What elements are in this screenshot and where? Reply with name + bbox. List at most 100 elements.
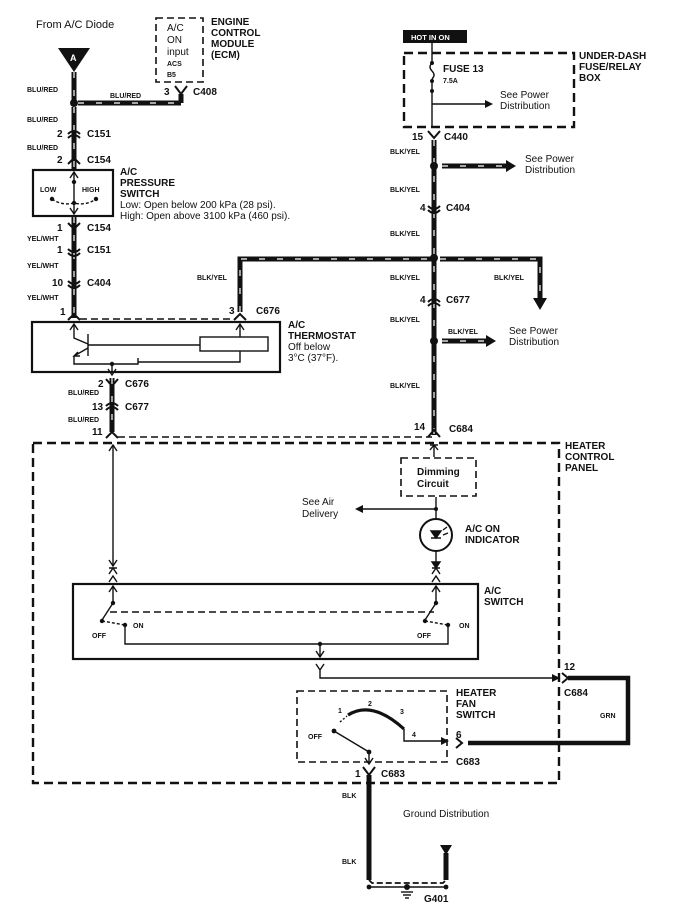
dimming-circuit-label: Dimming [417, 467, 460, 478]
svg-text:ENGINE: ENGINE [211, 17, 250, 28]
heater-fan-switch-box [296, 690, 448, 763]
svg-text:A/C: A/C [120, 167, 137, 178]
svg-text:UNDER-DASH: UNDER-DASH [579, 51, 646, 62]
see-power-distribution-3: See Power [509, 326, 559, 337]
wire-label-blu-red: BLU/RED [68, 417, 99, 424]
ecm-title: ENGINE CONTROL MODULE (ECM) [211, 17, 260, 61]
pressure-low-note: Low: Open below 200 kPa (28 psi). [120, 200, 276, 211]
fuse-icon [429, 62, 435, 80]
see-air-delivery: Delivery [302, 509, 338, 520]
c404-left-pin: 10 [52, 278, 64, 289]
svg-text:A/C: A/C [288, 320, 305, 331]
wire-label-yel-wht: YEL/WHT [27, 295, 59, 302]
heater-fan-switch-title: HEATER FAN SWITCH [456, 688, 497, 721]
c683-bot-pin: 1 [355, 769, 361, 780]
see-power-distribution-2: See Power [525, 154, 575, 165]
wire-label-blu-red: BLU/RED [27, 145, 58, 152]
svg-text:THERMOSTAT: THERMOSTAT [288, 331, 356, 342]
ac-switch-title: A/C SWITCH [484, 586, 523, 608]
heater-panel-title: HEATER CONTROL PANEL [565, 441, 614, 474]
svg-text:HEATER: HEATER [565, 441, 606, 452]
fuse-name: FUSE 13 [443, 64, 484, 75]
svg-text:CONTROL: CONTROL [211, 28, 260, 39]
ac-switch-box [71, 582, 480, 661]
svg-text:A/C: A/C [167, 23, 184, 34]
fan-position-2: 2 [368, 701, 372, 708]
c404-right-pin: 4 [420, 203, 426, 214]
dimming-circuit-box [400, 457, 477, 497]
svg-text:ACS: ACS [167, 61, 182, 68]
hot-in-on-label: HOT IN ON [411, 33, 450, 42]
c404-left-label: C404 [87, 278, 111, 289]
see-power-distribution-1: Distribution [500, 101, 550, 112]
ground-icon [401, 884, 413, 899]
c684-right-label: C684 [564, 688, 588, 699]
fan-position-4: 4 [412, 732, 416, 739]
fan-position-3: 3 [400, 709, 404, 716]
pressure-switch-box [31, 168, 115, 218]
ecm-box-text: A/C ON input ACS B5 [167, 23, 189, 79]
see-power-distribution-1: See Power [500, 90, 550, 101]
c404-right-label: C404 [446, 203, 470, 214]
ac-switch-on-right: ON [459, 623, 470, 630]
svg-text:B5: B5 [167, 72, 176, 79]
c676-bot-label: C676 [125, 379, 149, 390]
c677-right-pin: 4 [420, 295, 426, 306]
svg-text:FAN: FAN [456, 699, 476, 710]
c683-right-pin: 6 [456, 730, 462, 741]
svg-text:SWITCH: SWITCH [484, 597, 523, 608]
svg-text:ON: ON [167, 35, 182, 46]
wire-label-blk-yel: BLK/YEL [390, 149, 421, 156]
ac-on-indicator-label: INDICATOR [465, 535, 520, 546]
wire-label-blk: BLK [342, 793, 356, 800]
thermostat-title: A/C THERMOSTAT [288, 320, 356, 342]
ac-switch-off-right: OFF [417, 633, 432, 640]
c154-top-label: C154 [87, 155, 111, 166]
c408-pin: 3 [164, 87, 170, 98]
svg-text:CONTROL: CONTROL [565, 452, 614, 463]
svg-text:PANEL: PANEL [565, 463, 598, 474]
c151-top-label: C151 [87, 129, 111, 140]
c440-pin: 15 [412, 132, 424, 143]
svg-text:BOX: BOX [579, 73, 601, 84]
wire-label-grn: GRN [600, 713, 616, 720]
panel-in-left-pin: 11 [92, 427, 103, 438]
c684-top-label: C684 [449, 424, 473, 435]
svg-text:input: input [167, 47, 189, 58]
c677-right-label: C677 [446, 295, 470, 306]
svg-text:A: A [70, 53, 77, 63]
dimming-circuit-label: Circuit [417, 479, 449, 490]
fuse-relay-box [402, 51, 576, 129]
svg-text:HEATER: HEATER [456, 688, 497, 699]
c677-left-label: C677 [125, 402, 149, 413]
wire-label-blk-yel: BLK/YEL [197, 275, 228, 282]
ac-switch-left-contact [99, 584, 320, 645]
ground-id-label: G401 [424, 894, 449, 905]
c151-bot-pin: 1 [57, 245, 63, 256]
wire-label-blk-yel: BLK/YEL [390, 275, 421, 282]
svg-text:(ECM): (ECM) [211, 50, 240, 61]
ecm-box [155, 17, 204, 83]
c151-bot-label: C151 [87, 245, 111, 256]
see-air-delivery: See Air [302, 497, 335, 508]
c440-label: C440 [444, 132, 468, 143]
wire-label-blk: BLK [342, 859, 356, 866]
ac-switch-off-left: OFF [92, 633, 107, 640]
wire-label-blk-yel: BLK/YEL [390, 187, 421, 194]
ac-switch-right-contact [320, 584, 451, 645]
fan-position-1: 1 [338, 708, 342, 715]
svg-text:SWITCH: SWITCH [456, 710, 495, 721]
hot-in-on-badge [403, 30, 467, 43]
indicator-lamp-icon [419, 518, 453, 552]
c154-bot-pin: 1 [57, 223, 63, 234]
thermostat-in-pin: 1 [60, 307, 66, 318]
pressure-high-label: HIGH [82, 187, 100, 194]
wire-label-blu-red: BLU/RED [68, 390, 99, 397]
thermostat-note: Off below [288, 342, 331, 353]
fan-switch-off: OFF [308, 734, 323, 741]
wire-label-blk-yel: BLK/YEL [390, 231, 421, 238]
c408-connector [174, 85, 188, 96]
thermostat-note: 3°C (37°F). [288, 353, 338, 364]
pressure-switch-title: A/C PRESSURE SWITCH [120, 167, 175, 200]
wire-label-blk-yel: BLK/YEL [494, 275, 525, 282]
